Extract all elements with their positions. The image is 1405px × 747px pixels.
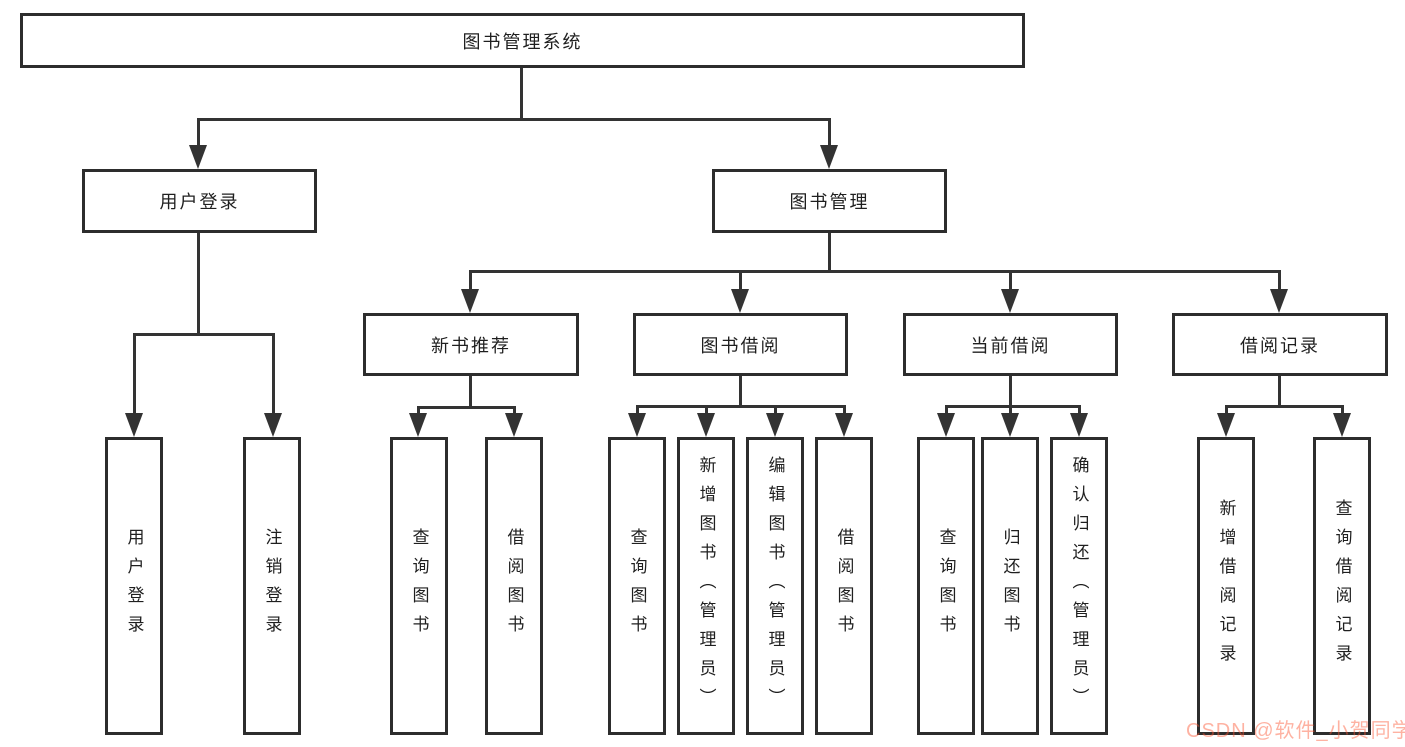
arrowhead-to-cb-confirm: [1070, 413, 1088, 437]
leaf-logout: 注销登录: [243, 437, 301, 735]
edge-borrowrecords-trunk: [1278, 376, 1281, 408]
edge-userlogin-drop-1: [133, 333, 136, 415]
node-current-borrow-label: 当前借阅: [970, 335, 1051, 356]
leaf-bb-query-books-label: 查询图书: [627, 528, 647, 644]
arrowhead-to-bb-borrow: [835, 413, 853, 437]
node-user-login: 用户登录: [82, 169, 317, 233]
edge-borrowrecords-drop-2: [1341, 405, 1344, 416]
edge-bookmgmt-rail: [469, 270, 1281, 273]
leaf-bb-borrow-books-label: 借阅图书: [834, 528, 854, 644]
node-root: 图书管理系统: [20, 13, 1025, 68]
edge-bookborrow-rail: [636, 405, 846, 408]
edge-bookmgmt-drop-4: [1278, 270, 1281, 294]
edge-bookborrow-drop-4: [843, 405, 846, 416]
leaf-rec-query-books: 查询图书: [390, 437, 448, 735]
arrowhead-to-user-login: [189, 145, 207, 169]
node-book-borrow: 图书借阅: [633, 313, 848, 376]
node-borrow-records: 借阅记录: [1172, 313, 1388, 376]
watermark: CSDN @软件_小贺同学: [1186, 720, 1405, 742]
leaf-bb-edit-books-admin: 编辑图书（管理员）: [746, 437, 804, 735]
leaf-br-query-record: 查询借阅记录: [1313, 437, 1371, 735]
arrowhead-to-rec-borrow: [505, 413, 523, 437]
edge-currentborrow-rail: [945, 405, 1081, 408]
node-new-book-rec-label: 新书推荐: [431, 335, 511, 356]
leaf-cb-return-books-label: 归还图书: [1000, 528, 1020, 644]
node-current-borrow: 当前借阅: [903, 313, 1118, 376]
edge-userlogin-trunk: [197, 233, 200, 336]
arrowhead-to-br-query: [1333, 413, 1351, 437]
leaf-bb-borrow-books: 借阅图书: [815, 437, 873, 735]
edge-root-trunk: [520, 68, 523, 121]
edge-root-drop-right: [828, 118, 831, 147]
leaf-rec-borrow-books: 借阅图书: [485, 437, 543, 735]
arrowhead-to-cb-query: [937, 413, 955, 437]
edge-currentborrow-drop-3: [1078, 405, 1081, 416]
leaf-user-login: 用户登录: [105, 437, 163, 735]
edge-root-drop-left: [197, 118, 200, 147]
edge-borrowrecords-drop-1: [1225, 405, 1228, 416]
arrowhead-to-cb-return: [1001, 413, 1019, 437]
leaf-br-add-record-label: 新增借阅记录: [1216, 499, 1236, 673]
arrowhead-to-bb-query: [628, 413, 646, 437]
node-book-borrow-label: 图书借阅: [700, 335, 781, 356]
arrowhead-to-new-book-rec: [461, 289, 479, 313]
node-new-book-rec: 新书推荐: [363, 313, 579, 376]
leaf-cb-query-books-label: 查询图书: [936, 528, 956, 644]
node-book-mgmt: 图书管理: [712, 169, 947, 233]
node-root-label: 图书管理系统: [462, 31, 583, 52]
edge-newbookrec-trunk: [469, 376, 472, 409]
edge-currentborrow-drop-2: [1009, 405, 1012, 416]
edge-borrowrecords-rail: [1225, 405, 1344, 408]
leaf-bb-add-books-admin-label: 新增图书（管理员）: [696, 455, 716, 717]
node-user-login-label: 用户登录: [159, 192, 240, 212]
edge-bookmgmt-drop-1: [469, 270, 472, 294]
leaf-bb-query-books: 查询图书: [608, 437, 666, 735]
arrowhead-to-borrow-records: [1270, 289, 1288, 313]
leaf-br-query-record-label: 查询借阅记录: [1332, 499, 1352, 673]
edge-userlogin-drop-2: [272, 333, 275, 415]
leaf-bb-add-books-admin: 新增图书（管理员）: [677, 437, 735, 735]
edge-root-rail: [197, 118, 831, 121]
leaf-logout-label: 注销登录: [262, 528, 282, 644]
leaf-cb-return-books: 归还图书: [981, 437, 1039, 735]
arrowhead-to-br-add: [1217, 413, 1235, 437]
node-borrow-records-label: 借阅记录: [1240, 335, 1320, 356]
edge-currentborrow-drop-1: [945, 405, 948, 416]
edge-newbookrec-drop-2: [513, 406, 516, 416]
edge-bookmgmt-drop-2: [739, 270, 742, 294]
leaf-cb-query-books: 查询图书: [917, 437, 975, 735]
edge-newbookrec-rail: [417, 406, 516, 409]
arrowhead-to-leaf-login: [125, 413, 143, 437]
edge-bookmgmt-drop-3: [1009, 270, 1012, 294]
leaf-user-login-label: 用户登录: [124, 528, 144, 644]
leaf-rec-query-books-label: 查询图书: [409, 528, 429, 644]
leaf-cb-confirm-return-admin: 确认归还（管理员）: [1050, 437, 1108, 735]
arrowhead-to-bb-edit: [766, 413, 784, 437]
edge-bookborrow-drop-2: [705, 405, 708, 416]
edge-newbookrec-drop-1: [417, 406, 420, 416]
node-book-mgmt-label: 图书管理: [789, 192, 870, 212]
edge-bookborrow-drop-1: [636, 405, 639, 416]
edge-userlogin-rail: [133, 333, 274, 336]
arrowhead-to-leaf-logout: [264, 413, 282, 437]
leaf-cb-confirm-return-admin-label: 确认归还（管理员）: [1069, 455, 1089, 717]
arrowhead-to-bb-add: [697, 413, 715, 437]
arrowhead-to-book-mgmt: [820, 145, 838, 169]
edge-currentborrow-trunk: [1009, 376, 1012, 408]
leaf-bb-edit-books-admin-label: 编辑图书（管理员）: [765, 455, 785, 717]
arrowhead-to-current-borrow: [1001, 289, 1019, 313]
edge-bookborrow-trunk: [739, 376, 742, 408]
arrowhead-to-rec-query: [409, 413, 427, 437]
leaf-rec-borrow-books-label: 借阅图书: [504, 528, 524, 644]
leaf-br-add-record: 新增借阅记录: [1197, 437, 1255, 735]
edge-bookmgmt-trunk: [828, 233, 831, 273]
arrowhead-to-book-borrow: [731, 289, 749, 313]
edge-bookborrow-drop-3: [774, 405, 777, 416]
